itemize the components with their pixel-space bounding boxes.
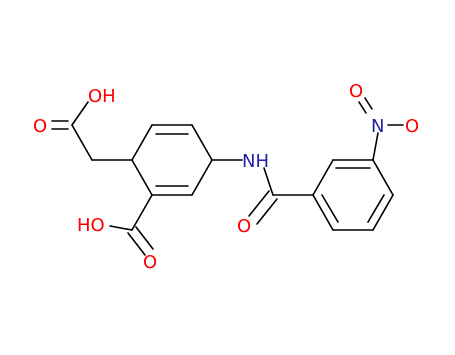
- acetic-acid-o-label: O: [33, 116, 47, 137]
- right-benzene-ring: [312, 159, 394, 231]
- acetic-acid-oh-label: OH: [88, 86, 116, 107]
- amide-nh-label: NH: [242, 151, 269, 172]
- bond: [248, 190, 270, 217]
- bond: [312, 159, 334, 196]
- bond: [127, 232, 146, 256]
- bond: [71, 101, 89, 126]
- bond: [263, 167, 274, 196]
- amide-linkage: [211, 159, 314, 225]
- bond: [131, 194, 153, 231]
- nitro-group: [358, 97, 404, 161]
- bond: [372, 132, 379, 161]
- bond: [312, 194, 334, 231]
- amide-o-label: O: [237, 216, 251, 237]
- bond: [135, 226, 154, 250]
- bond: [367, 194, 385, 223]
- bond: [321, 194, 339, 223]
- left-benzene-ring: [131, 124, 213, 196]
- bond: [191, 159, 213, 196]
- bond: [191, 124, 213, 161]
- bond: [109, 225, 133, 231]
- bond: [372, 159, 394, 196]
- bond: [131, 124, 153, 161]
- bond: [358, 101, 367, 114]
- bond: [372, 194, 394, 231]
- bond: [364, 97, 373, 110]
- nitro-o-right-label: O: [405, 116, 419, 137]
- bond: [256, 198, 278, 225]
- nitro-o-top-label: O: [349, 81, 363, 102]
- acetic-acid-group: [51, 101, 133, 161]
- bond: [71, 124, 93, 161]
- nitro-n-label: N: [371, 116, 384, 137]
- carboxyl-oh-label: HO: [77, 215, 105, 236]
- carboxyl-o-label: O: [143, 252, 157, 273]
- carboxyl-group: [109, 194, 154, 256]
- bond: [131, 159, 153, 196]
